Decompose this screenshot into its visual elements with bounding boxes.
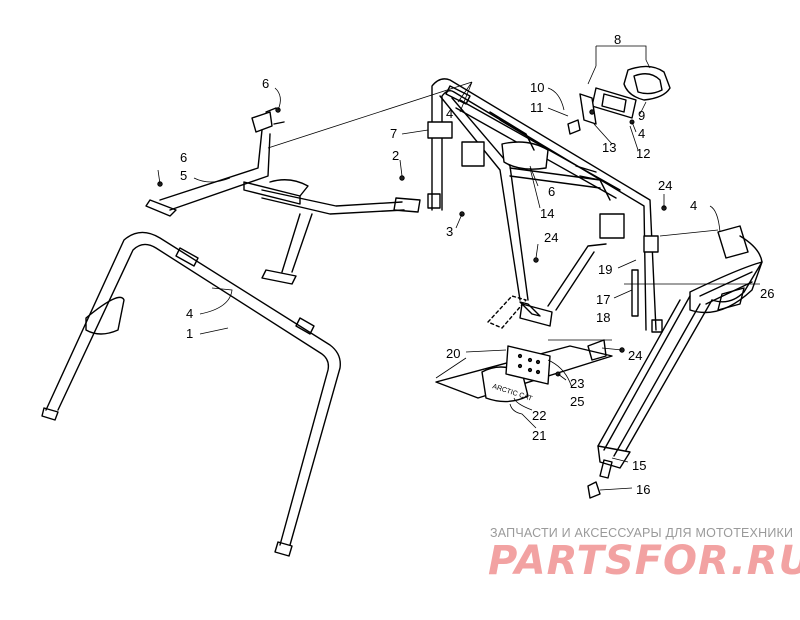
callout-17: 17 bbox=[596, 292, 610, 307]
callout-19: 19 bbox=[598, 262, 612, 277]
plate-mount: ARCTIC CAT bbox=[435, 339, 613, 403]
callout-10: 10 bbox=[530, 80, 544, 95]
callout-26: 26 bbox=[760, 286, 774, 301]
watermark: ЗАПЧАСТИ И АКСЕССУАРЫ ДЛЯ МОТОТЕХНИКИ PA… bbox=[488, 526, 800, 584]
cross-bar bbox=[145, 107, 421, 285]
callout-5: 5 bbox=[180, 168, 187, 183]
callouts: 6 6 5 4 1 4 7 2 3 8 10 11 9 4 13 12 6 14… bbox=[180, 32, 774, 497]
callout-20: 20 bbox=[446, 346, 460, 361]
side-panel bbox=[587, 225, 763, 499]
callout-7: 7 bbox=[390, 126, 397, 141]
callout-18: 18 bbox=[596, 310, 610, 325]
callout-12: 12 bbox=[636, 146, 650, 161]
callout-11: 11 bbox=[530, 100, 544, 115]
callout-8: 8 bbox=[614, 32, 621, 47]
watermark-logo: PARTSFOR.RU bbox=[488, 538, 800, 584]
leader-lines bbox=[157, 45, 760, 491]
callout-13: 13 bbox=[602, 140, 616, 155]
strap bbox=[631, 269, 639, 317]
fasteners bbox=[157, 107, 667, 353]
callout-4: 4 bbox=[446, 106, 453, 121]
callout-6: 6 bbox=[262, 76, 269, 91]
callout-6: 6 bbox=[548, 184, 555, 199]
light-assembly bbox=[567, 65, 671, 135]
callout-15: 15 bbox=[632, 458, 646, 473]
bracket-phantom bbox=[487, 295, 553, 329]
callout-4: 4 bbox=[690, 198, 697, 213]
callout-25: 25 bbox=[570, 394, 584, 409]
callout-16: 16 bbox=[636, 482, 650, 497]
callout-24: 24 bbox=[544, 230, 558, 245]
callout-23: 23 bbox=[570, 376, 584, 391]
callout-1: 1 bbox=[186, 326, 193, 341]
callout-3: 3 bbox=[446, 224, 453, 239]
callout-4: 4 bbox=[186, 306, 193, 321]
callout-6: 6 bbox=[180, 150, 187, 165]
watermark-caption: ЗАПЧАСТИ И АКСЕССУАРЫ ДЛЯ МОТОТЕХНИКИ bbox=[490, 526, 793, 540]
callout-22: 22 bbox=[532, 408, 546, 423]
callout-21: 21 bbox=[532, 428, 546, 443]
callout-4: 4 bbox=[638, 126, 645, 141]
callout-14: 14 bbox=[540, 206, 554, 221]
callout-2: 2 bbox=[392, 148, 399, 163]
rear-cage bbox=[427, 78, 663, 333]
callout-24: 24 bbox=[658, 178, 672, 193]
callout-24: 24 bbox=[628, 348, 642, 363]
roll-bar-front bbox=[41, 231, 341, 557]
callout-9: 9 bbox=[638, 108, 645, 123]
